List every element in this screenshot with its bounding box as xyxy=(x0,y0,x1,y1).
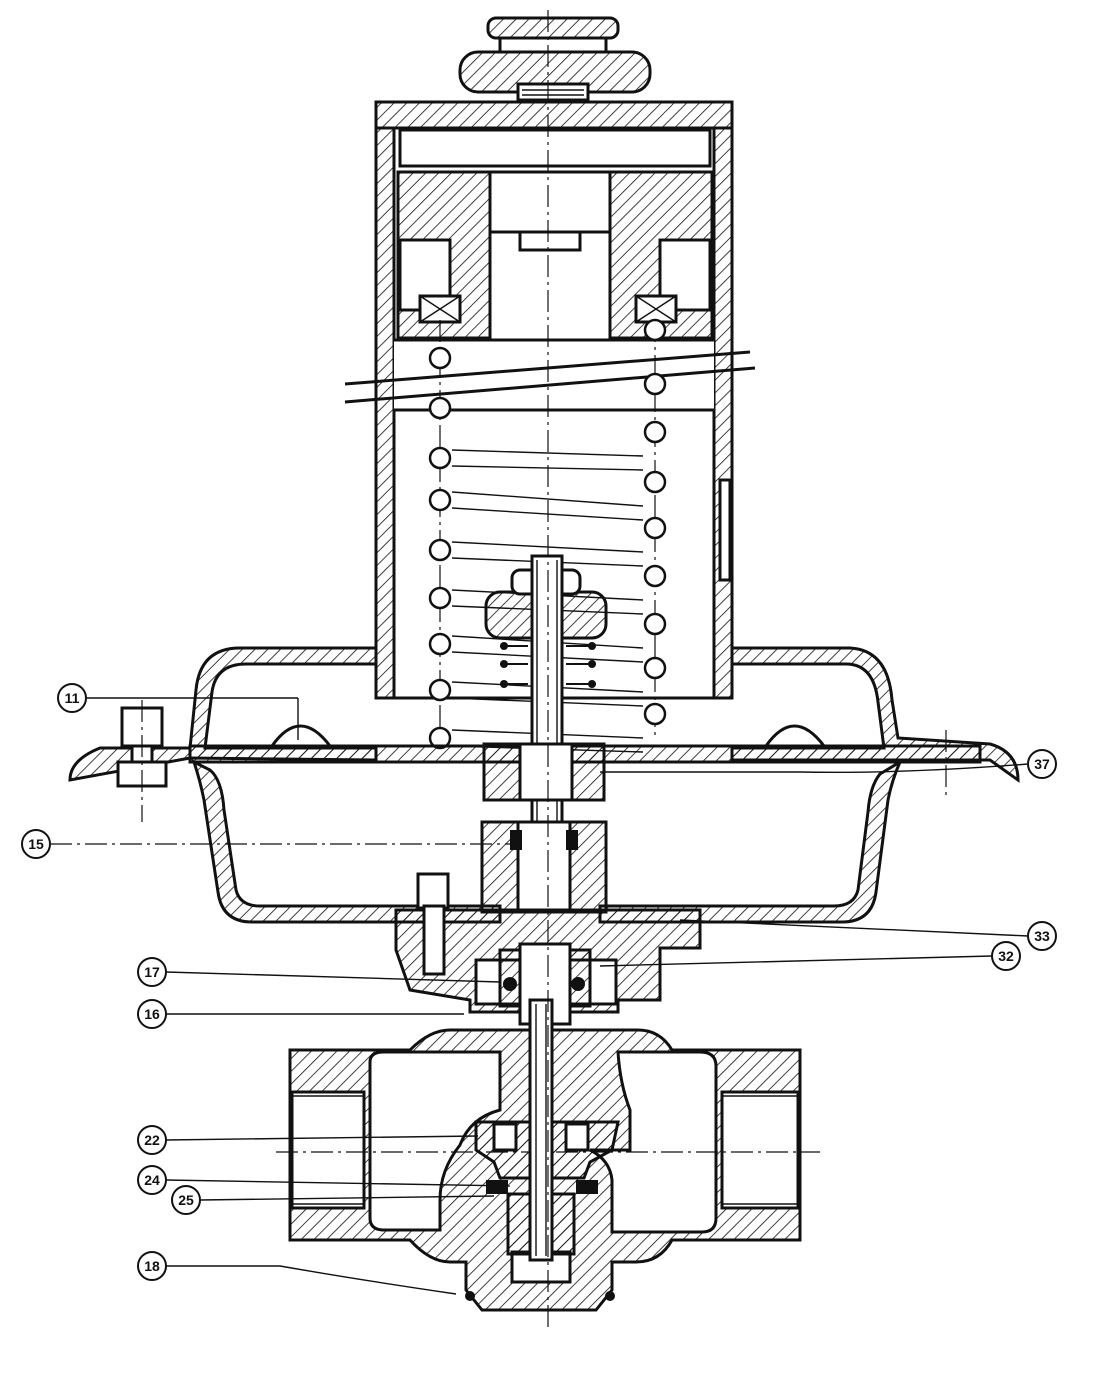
spring-coil-wire xyxy=(451,491,644,507)
inner-spring-dot xyxy=(500,680,508,688)
inner-spring-dot xyxy=(588,680,596,688)
spring-coil-right xyxy=(643,318,667,342)
spring-coil-right xyxy=(643,702,667,726)
spring-coil-right xyxy=(643,564,667,588)
callout-25: 25 xyxy=(171,1185,495,1215)
spring-coil-wire xyxy=(451,449,644,457)
spring-coil-left xyxy=(428,488,452,512)
inner-spring-dot xyxy=(500,642,508,650)
callout-15-label: 15 xyxy=(28,836,44,852)
callout-24: 24 xyxy=(137,1165,511,1195)
spring-coil-left xyxy=(428,396,452,420)
callout-24-label: 24 xyxy=(144,1172,160,1188)
callout-16: 16 xyxy=(137,999,464,1029)
spring-coil-left xyxy=(428,446,452,470)
callout-37-label: 37 xyxy=(1034,756,1050,772)
callout-11: 11 xyxy=(57,683,299,740)
spring-coil-right xyxy=(643,516,667,540)
spring-coil-right xyxy=(643,656,667,680)
callout-33-label: 33 xyxy=(1034,928,1050,944)
callout-17: 17 xyxy=(137,957,501,987)
callout-32: 32 xyxy=(599,941,1021,971)
callout-15: 15 xyxy=(21,829,514,859)
callout-25-label: 25 xyxy=(178,1192,194,1208)
spring-coil-left xyxy=(428,346,452,370)
spring-coil-left xyxy=(428,586,452,610)
callout-32-label: 32 xyxy=(998,948,1014,964)
spring-coil-left xyxy=(428,678,452,702)
spring-coil-left xyxy=(428,538,452,562)
spring-coil-right xyxy=(643,372,667,396)
callout-18: 18 xyxy=(137,1251,457,1295)
callout-17-label: 17 xyxy=(144,964,160,980)
inner-spring-dot xyxy=(500,660,508,668)
callout-22-label: 22 xyxy=(144,1132,160,1148)
spring-housing xyxy=(344,100,756,700)
callout-18-label: 18 xyxy=(144,1258,160,1274)
adjusting-cap xyxy=(458,16,652,102)
stuffing-box xyxy=(480,820,608,914)
callout-37: 37 xyxy=(600,749,1057,779)
spring-coil-right xyxy=(643,470,667,494)
callout-11-label: 11 xyxy=(65,690,80,706)
inner-spring-dot xyxy=(588,660,596,668)
callout-16-label: 16 xyxy=(144,1006,160,1022)
spring-coil-left xyxy=(428,632,452,656)
spring-coil-right xyxy=(643,612,667,636)
inner-spring-dot xyxy=(588,642,596,650)
callouts: 11 15 17 16 22 24 xyxy=(21,683,1057,1295)
spring-coil-right xyxy=(643,420,667,444)
valve-seat-and-disc xyxy=(474,998,620,1262)
callout-22: 22 xyxy=(137,1125,479,1155)
callout-33: 33 xyxy=(679,919,1057,951)
